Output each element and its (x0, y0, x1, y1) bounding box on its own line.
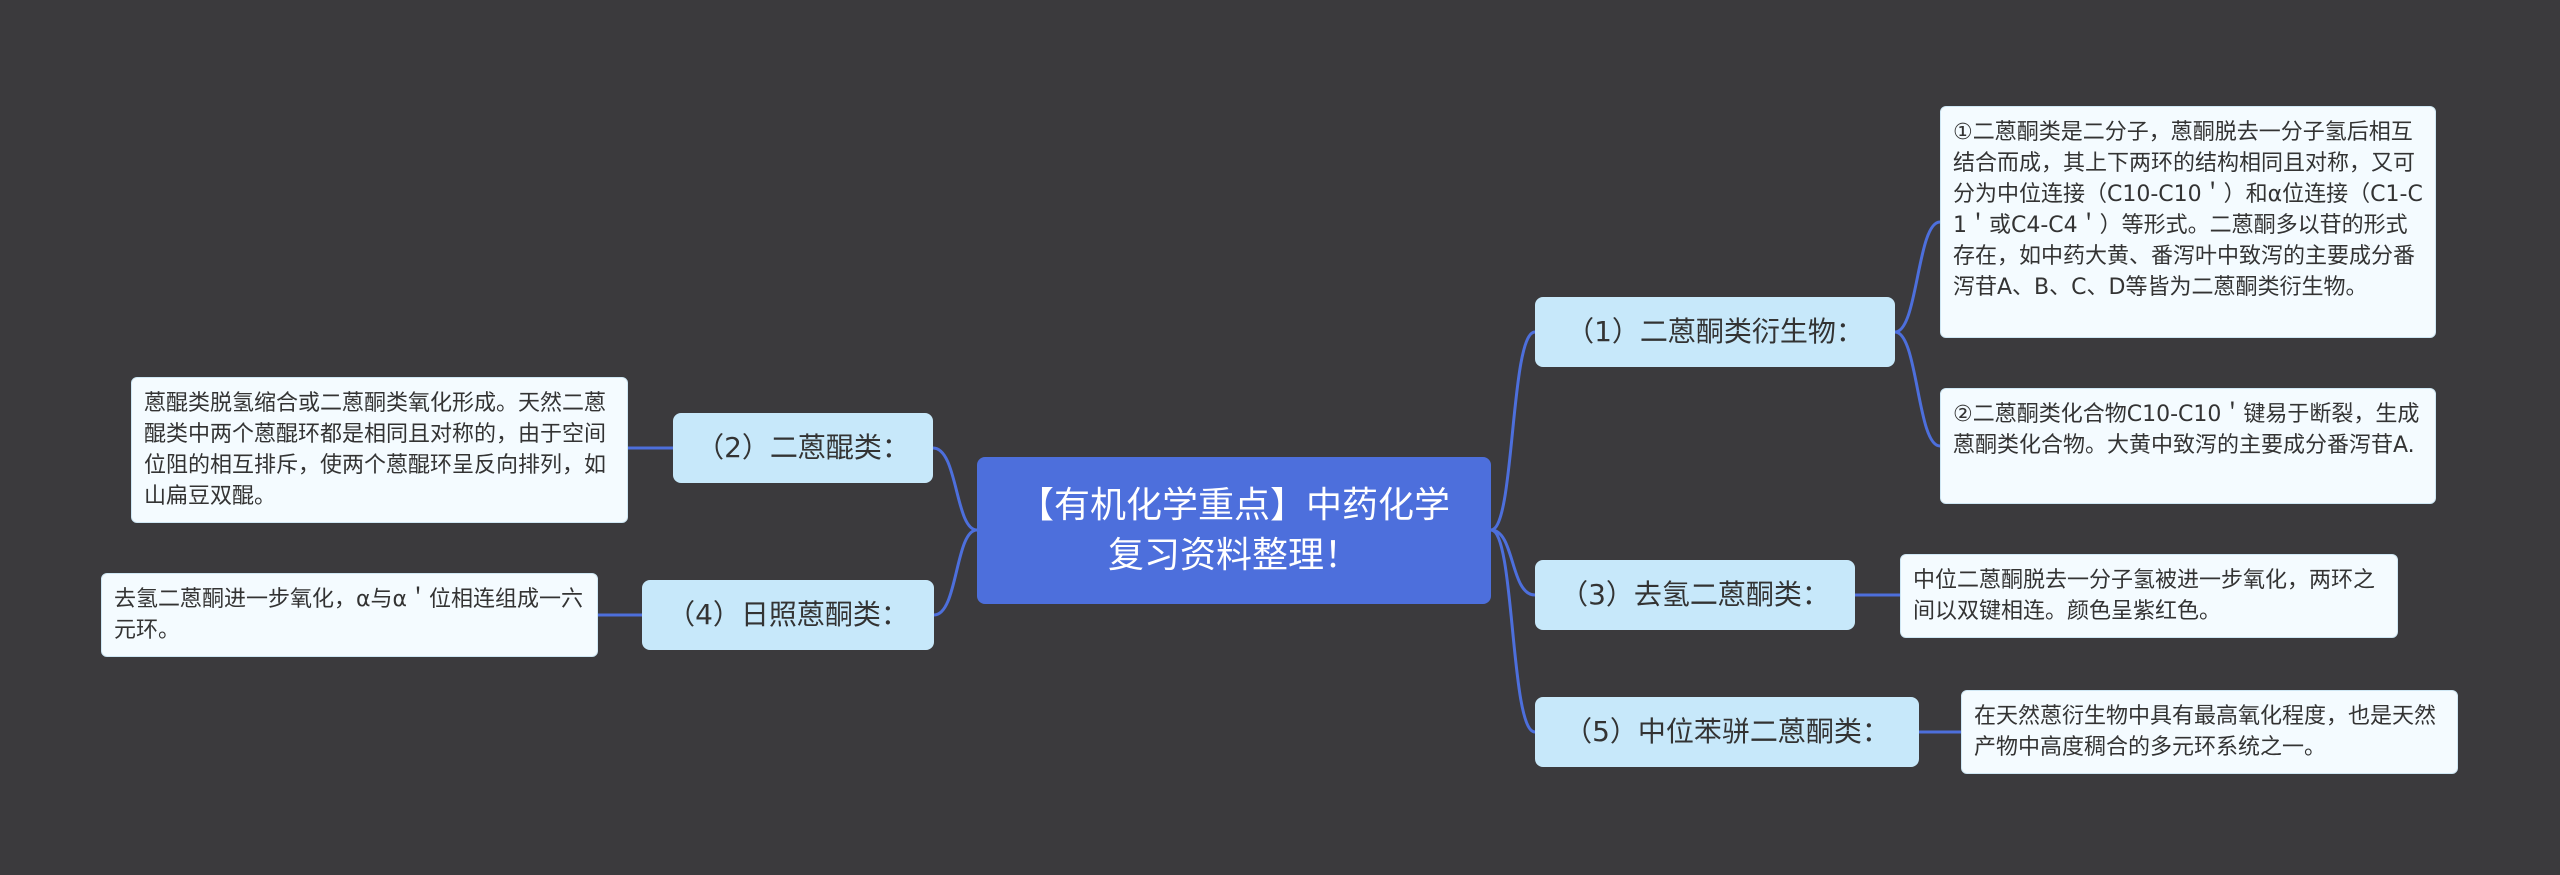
note-heliantrones[interactable]: 去氢二蒽酮进一步氧化，α与α＇位相连组成一六元环。 (101, 573, 598, 657)
note-dianthraquinones[interactable]: 蒽醌类脱氢缩合或二蒽酮类氧化形成。天然二蒽醌类中两个蒽醌环都是相同且对称的，由于… (131, 377, 628, 523)
connector-root-b5 (1490, 528, 1536, 734)
note-text: 去氢二蒽酮进一步氧化，α与α＇位相连组成一六元环。 (114, 587, 584, 643)
branch-label: （1）二蒽酮类衍生物： (1566, 315, 1864, 348)
connector-b1-l1b (1894, 330, 1941, 448)
branch-label: （3）去氢二蒽酮类： (1560, 578, 1830, 611)
note-text: 在天然蒽衍生物中具有最高氧化程度，也是天然产物中高度稠合的多元环系统之一。 (1974, 704, 2437, 760)
branch-dehydrodianthrones[interactable]: （3）去氢二蒽酮类： (1535, 560, 1855, 630)
connector-root-b3 (1490, 528, 1536, 597)
branch-label: （2）二蒽醌类： (696, 431, 910, 464)
branch-heliantrones[interactable]: （4）日照蒽酮类： (642, 580, 934, 650)
connector-root-b1 (1490, 330, 1536, 532)
note-dianthrone-cleavage[interactable]: ②二蒽酮类化合物C10-C10＇键易于断裂，生成蒽酮类化合物。大黄中致泻的主要成… (1940, 388, 2436, 504)
connector-b1-l1a (1894, 220, 1941, 334)
branch-dianthraquinones[interactable]: （2）二蒽醌类： (673, 413, 933, 483)
note-text: 蒽醌类脱氢缩合或二蒽酮类氧化形成。天然二蒽醌类中两个蒽醌环都是相同且对称的，由于… (144, 391, 607, 509)
root-title: 【有机化学重点】中药化学复习资料整理！ (1017, 484, 1450, 576)
note-text: ①二蒽酮类是二分子，蒽酮脱去一分子氢后相互结合而成，其上下两环的结构相同且对称，… (1953, 120, 2423, 300)
note-text: 中位二蒽酮脱去一分子氢被进一步氧化，两环之间以双键相连。颜色呈紫红色。 (1913, 568, 2376, 624)
note-dehydrodianthrones[interactable]: 中位二蒽酮脱去一分子氢被进一步氧化，两环之间以双键相连。颜色呈紫红色。 (1900, 554, 2398, 638)
branch-dianthrone-derivatives[interactable]: （1）二蒽酮类衍生物： (1535, 297, 1895, 367)
connector-root-b2 (932, 446, 978, 532)
branch-mesonaphthodianthrones[interactable]: （5）中位苯骈二蒽酮类： (1535, 697, 1919, 767)
root-topic[interactable]: 【有机化学重点】中药化学复习资料整理！ (977, 457, 1491, 604)
note-text: ②二蒽酮类化合物C10-C10＇键易于断裂，生成蒽酮类化合物。大黄中致泻的主要成… (1953, 402, 2420, 458)
branch-label: （5）中位苯骈二蒽酮类： (1564, 715, 1890, 748)
note-dianthrone-structure[interactable]: ①二蒽酮类是二分子，蒽酮脱去一分子氢后相互结合而成，其上下两环的结构相同且对称，… (1940, 106, 2436, 338)
connector-root-b4 (933, 528, 978, 617)
branch-label: （4）日照蒽酮类： (667, 598, 909, 631)
note-mesonaphthodianthrones[interactable]: 在天然蒽衍生物中具有最高氧化程度，也是天然产物中高度稠合的多元环系统之一。 (1961, 690, 2458, 774)
